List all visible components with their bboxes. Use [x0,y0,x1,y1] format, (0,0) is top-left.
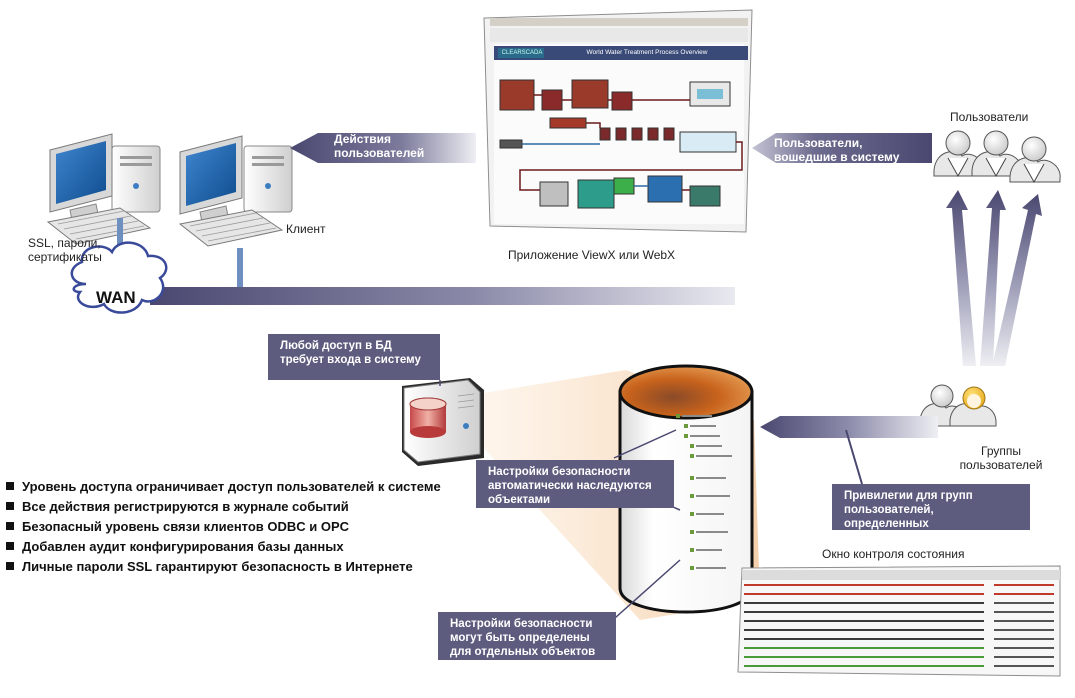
bullet-square-icon [6,542,14,550]
status-monitor-window [737,565,1061,677]
log-row [744,602,984,604]
wan-cloud-icon [70,241,168,314]
bullet-square-icon [6,482,14,490]
list-item: Безопасный уровень связи клиентов ODBC и… [6,519,476,535]
bullet-square-icon [6,562,14,570]
log-row [744,665,984,667]
user-actions-label: Действия пользователей [334,132,425,160]
log-row [744,620,984,622]
list-item-text: Все действия регистрируются в журнале со… [22,499,349,514]
database-server-icon [402,378,484,466]
log-row [744,629,984,631]
app-window-title: World Water Treatment Process Overview [586,49,708,56]
log-row [994,629,1054,631]
group-privileges-arrow [760,416,938,438]
bullet-square-icon [6,522,14,530]
users-caption: Пользователи [950,110,1029,124]
list-item-text: Уровень доступа ограничивает доступ поль… [22,479,441,494]
log-row [994,665,1054,667]
log-row [994,611,1054,613]
log-row [994,647,1054,649]
network-link [237,248,243,288]
bullet-square-icon [6,502,14,510]
log-row [744,584,984,586]
log-row [744,656,984,658]
wan-bus [150,287,735,305]
list-item: Добавлен аудит конфигурирования базы дан… [6,539,476,555]
log-row [994,593,1054,595]
workstation-icon [46,133,161,245]
log-row [994,602,1054,604]
log-row [744,593,984,595]
database-cylinder [618,364,754,614]
wan-label: WAN [96,288,136,307]
client-caption: Клиент [286,222,326,236]
list-item-text: Личные пароли SSL гарантируют безопаснос… [22,559,413,574]
user-actions-arrow [290,133,476,163]
log-row [744,638,984,640]
log-row [994,656,1054,658]
ssl-caption: SSL, пароли, сертификаты [28,236,102,264]
log-row [994,638,1054,640]
app-logo: CLEARSCADA [501,50,543,56]
viewx-app-window [483,9,753,233]
db-access-callout: Любой доступ в БД требует входа в систем… [268,334,440,380]
group-to-user-arrows [946,190,1042,366]
group-privileges-callout: Привилегии для групп пользователей, опре… [832,484,1030,544]
list-item: Уровень доступа ограничивает доступ поль… [6,479,476,495]
list-item: Личные пароли SSL гарантируют безопаснос… [6,559,476,575]
per-object-security-callout: Настройки безопасности могут быть опреде… [438,612,616,660]
list-item-text: Добавлен аудит конфигурирования базы дан… [22,539,344,554]
log-row [744,611,984,613]
user-groups-icon [919,384,997,427]
callout-leader [613,429,677,459]
logged-in-users-label: Пользователи, вошедшие в систему [774,136,900,164]
list-item-text: Безопасный уровень связи клиентов ODBC и… [22,519,350,534]
inherited-security-callout: Настройки безопасности автоматически нас… [476,460,674,508]
log-row [994,584,1054,586]
log-row [744,647,984,649]
users-icon [933,130,1061,184]
logged-in-users-arrow [752,133,932,163]
log-row [994,620,1054,622]
workstation-icon [178,135,293,247]
callout-leader [605,559,681,627]
monitor-caption: Окно контроля состояния [822,547,965,561]
groups-caption: Группы пользователей [959,444,1043,472]
callout-leader [845,429,863,485]
list-item: Все действия регистрируются в журнале со… [6,499,476,515]
app-caption: Приложение ViewX или WebX [508,248,676,262]
feature-list: Уровень доступа ограничивает доступ поль… [6,479,476,579]
